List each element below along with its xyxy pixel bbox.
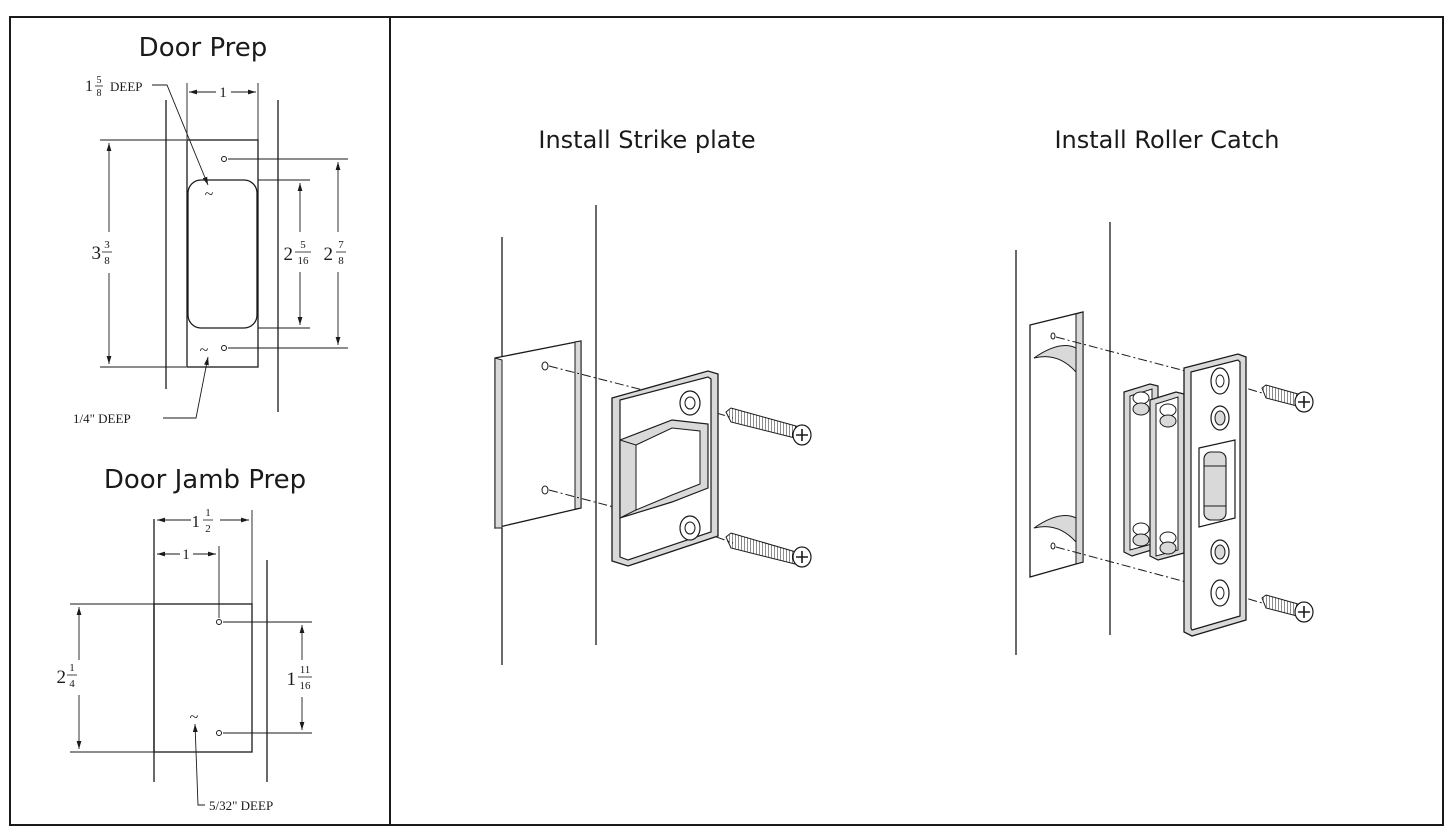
svg-text:~: ~: [205, 186, 214, 203]
strike-screw-bottom: [725, 532, 812, 568]
hole-spacing-dim: 2 7 8: [324, 162, 346, 345]
jamb-hole-spacing-dim: 1 11 16: [287, 625, 312, 730]
roller-wheel: [1203, 451, 1227, 521]
hole-depth-callout: ~ 1/4" DEEP: [73, 342, 209, 426]
svg-text:8: 8: [338, 255, 344, 267]
svg-text:~: ~: [190, 709, 199, 726]
jamb-cutout-outline: [153, 603, 253, 753]
svg-text:8: 8: [97, 88, 102, 99]
roller-catch-illustration: Install Roller Catch: [1015, 126, 1314, 655]
strike-mortise: [494, 340, 582, 529]
strike-screw-hole-bottom: [679, 515, 701, 541]
svg-text:4: 4: [69, 678, 75, 690]
svg-text:11: 11: [300, 664, 311, 676]
svg-text:16: 16: [300, 680, 312, 692]
svg-text:5/32" DEEP: 5/32" DEEP: [209, 798, 273, 813]
screw-hole-top: [221, 156, 227, 162]
svg-text:7: 7: [338, 239, 344, 251]
door-height-dim: 3 3 8: [92, 143, 112, 364]
jamb-height-dim: 2 1 4: [57, 607, 82, 749]
screw-hole-bottom: [221, 345, 227, 351]
strike-title: Install Strike plate: [538, 126, 755, 154]
strike-screw-top: [725, 407, 812, 446]
mortise-outline: [187, 179, 258, 329]
svg-text:8: 8: [104, 255, 110, 267]
strike-screw-hole-top: [679, 390, 701, 416]
svg-text:2: 2: [324, 244, 334, 265]
jamb-hole-offset-dim: 1: [157, 547, 216, 563]
roller-screw-hole-bottom: [1210, 579, 1230, 607]
jamb-prep-diagram: Door Jamb Prep 1 1 2 1 2 1: [57, 465, 312, 813]
svg-text:3: 3: [104, 239, 110, 251]
svg-text:5: 5: [97, 75, 102, 86]
door-width-dim: 1: [219, 85, 227, 101]
svg-text:1: 1: [192, 512, 201, 531]
svg-text:1: 1: [205, 507, 211, 519]
svg-text:2: 2: [57, 667, 67, 688]
svg-text:3: 3: [92, 243, 102, 264]
door-prep-title: Door Prep: [139, 33, 268, 63]
jamb-prep-title: Door Jamb Prep: [104, 465, 306, 495]
svg-text:1: 1: [69, 662, 75, 674]
svg-text:2: 2: [205, 523, 211, 535]
jamb-hole-depth-callout: ~ 5/32" DEEP: [190, 709, 274, 813]
svg-text:1: 1: [287, 669, 297, 690]
svg-text:2: 2: [284, 244, 294, 265]
door-prep-diagram: Door Prep 1 1 5 8 DEEP ~: [73, 33, 348, 426]
roller-screw-hole-top: [1210, 367, 1230, 395]
svg-text:16: 16: [298, 255, 310, 267]
mortise-height-dim: 2 5 16: [284, 183, 311, 325]
strike-plate-illustration: Install Strike plate: [494, 126, 812, 665]
page-frame: [9, 16, 1444, 826]
svg-text:1: 1: [182, 547, 190, 563]
svg-text:1/4" DEEP: 1/4" DEEP: [73, 411, 131, 426]
jamb-hole-top: [216, 619, 222, 625]
roller-screw-top: [1261, 384, 1314, 413]
svg-text:1: 1: [85, 78, 93, 95]
svg-text:~: ~: [200, 342, 209, 359]
jamb-width-dim: 1 1 2: [157, 507, 249, 535]
svg-text:5: 5: [300, 239, 306, 251]
roller-title: Install Roller Catch: [1054, 126, 1279, 154]
svg-text:DEEP: DEEP: [110, 79, 143, 94]
roller-screw-bottom: [1261, 594, 1314, 623]
mortise-depth-callout: 1 5 8 DEEP ~: [85, 75, 214, 203]
faceplate-outline: [186, 139, 259, 368]
jamb-hole-bottom: [216, 730, 222, 736]
